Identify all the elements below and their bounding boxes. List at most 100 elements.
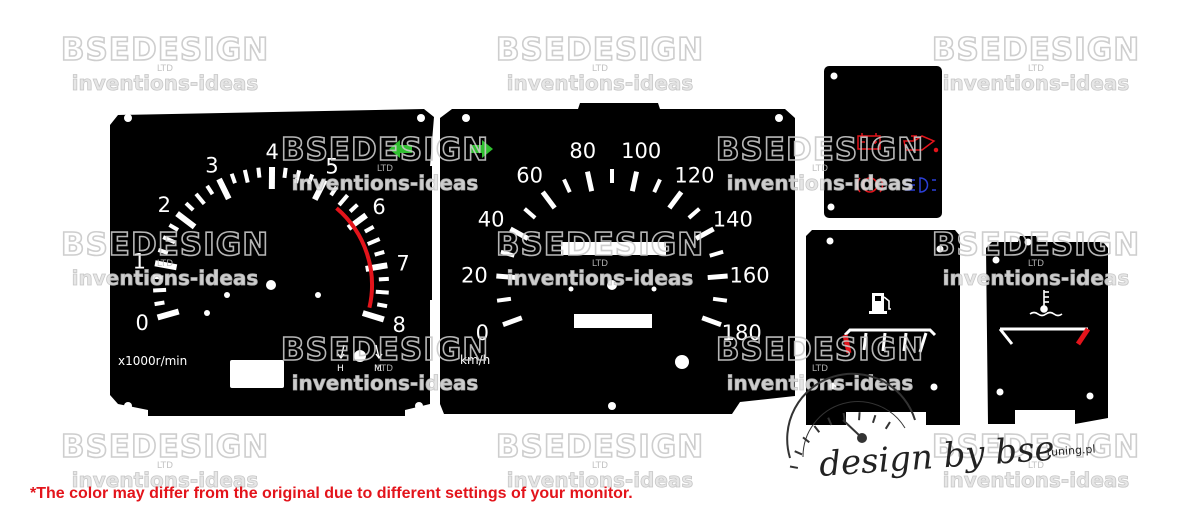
- tach-tick: [229, 173, 237, 184]
- speed-tick: [709, 249, 724, 258]
- watermark-brand: BSEDESIGN: [61, 429, 269, 465]
- adjust-m-arrow-icon: [375, 344, 383, 360]
- speed-tick: [509, 226, 530, 241]
- watermark-tagline: inventions-ideas: [507, 468, 694, 492]
- watermark-ltd: LTD: [157, 259, 173, 269]
- right-turn-signal-icon: [470, 140, 493, 158]
- watermark-ltd: LTD: [377, 364, 393, 374]
- tach-tick: [282, 167, 288, 179]
- signature-dial-tick: [884, 421, 891, 430]
- watermark-tagline: inventions-ideas: [507, 71, 694, 95]
- watermark-ltd: LTD: [1028, 461, 1044, 471]
- tachometer-unit-label: x1000r/min: [118, 354, 187, 368]
- watermark-brand: BSEDESIGN: [61, 227, 269, 263]
- speed-tick: [652, 178, 662, 193]
- adjust-m-label: M: [374, 364, 382, 374]
- signature-dial-tick: [871, 414, 877, 424]
- speed-tick: [712, 296, 728, 303]
- watermark-ltd: LTD: [812, 364, 828, 374]
- fuel-low-zone: [842, 334, 852, 354]
- odometer-window: [574, 314, 652, 328]
- tach-label-4: 4: [265, 140, 278, 164]
- signature-dial-tick: [858, 412, 861, 421]
- tach-label-7: 7: [396, 252, 409, 276]
- tach-tick: [162, 235, 176, 245]
- tach-tick: [242, 169, 250, 184]
- speed-label-100: 100: [621, 139, 661, 163]
- speed-tick: [707, 273, 728, 281]
- watermark-brand: BSEDESIGN: [932, 32, 1140, 68]
- signature-dial-tick: [789, 465, 799, 469]
- speed-tick: [687, 207, 701, 220]
- tach-tick: [329, 185, 339, 197]
- signature-dial-tick: [842, 412, 846, 422]
- signature-dial-tick: [827, 417, 833, 426]
- coolant-temperature-icon: [1029, 290, 1063, 317]
- temp-gauge-face: [986, 236, 1108, 424]
- speed-tick: [701, 315, 722, 328]
- signature-dial-tick: [813, 425, 821, 433]
- battery-icon: [857, 133, 881, 150]
- speed-tick: [629, 171, 640, 192]
- tach-label-3: 3: [205, 154, 218, 178]
- watermark-brand: BSEDESIGN: [496, 32, 704, 68]
- speed-label-140: 140: [713, 207, 753, 231]
- tachometer-ticks: [153, 166, 389, 323]
- fuel-pump-icon: [869, 293, 891, 314]
- fuel-gauge-arc: [843, 328, 937, 337]
- speed-tick: [562, 178, 572, 193]
- tach-tick: [337, 193, 350, 207]
- tach-tick: [256, 167, 262, 178]
- tach-label-2: 2: [158, 193, 171, 217]
- speed-label-80: 80: [569, 139, 596, 163]
- watermark-tagline: inventions-ideas: [72, 71, 259, 95]
- speed-label-160: 160: [730, 263, 770, 287]
- watermark-ltd: LTD: [1028, 259, 1044, 269]
- adjust-h-arrow-icon: [337, 344, 345, 360]
- tach-tick: [194, 192, 206, 206]
- signature-dial-tick: [802, 436, 810, 444]
- watermark-tagline: inventions-ideas: [72, 266, 259, 290]
- speed-label-120: 120: [674, 163, 714, 187]
- tach-tick: [376, 302, 388, 309]
- speed-label-0: 0: [476, 321, 489, 345]
- watermark-ltd: LTD: [592, 259, 608, 269]
- tach-tick: [361, 310, 385, 323]
- speed-label-60: 60: [516, 163, 543, 187]
- speed-tick: [584, 171, 595, 192]
- watermark-brand: BSEDESIGN: [932, 227, 1140, 263]
- watermark-layer: BSEDESIGNLTDinventions-ideasBSEDESIGNLTD…: [60, 31, 1140, 492]
- tach-tick: [306, 173, 315, 185]
- color-disclaimer: *The color may differ from the original …: [30, 485, 633, 502]
- left-turn-signal-icon: [389, 140, 412, 158]
- tachometer-needle-pivot: [266, 280, 276, 290]
- tach-tick: [348, 203, 359, 213]
- warning-light-panel: [824, 66, 942, 218]
- watermark-ltd: LTD: [377, 164, 393, 174]
- tach-tick: [153, 274, 164, 280]
- watermark-brand: BSEDESIGN: [281, 332, 489, 368]
- signature-logo: design by bse tuning.pl: [786, 372, 1096, 485]
- speed-tick: [694, 226, 715, 241]
- watermark-brand: BSEDESIGN: [716, 332, 924, 368]
- tach-label-1: 1: [133, 249, 146, 273]
- tach-tick: [157, 248, 169, 255]
- speed-tick: [500, 249, 515, 258]
- speed-tick: [496, 296, 512, 303]
- tach-label-0: 0: [136, 311, 149, 335]
- odometer-window: [230, 360, 284, 388]
- watermark-brand: BSEDESIGN: [496, 429, 704, 465]
- trip-reset-knob: [675, 355, 689, 369]
- speed-tick: [502, 315, 523, 328]
- adjust-h-label: H: [337, 364, 344, 374]
- tach-tick: [153, 287, 167, 293]
- speed-label-180: 180: [722, 321, 762, 345]
- watermark-brand: BSEDESIGN: [932, 429, 1140, 465]
